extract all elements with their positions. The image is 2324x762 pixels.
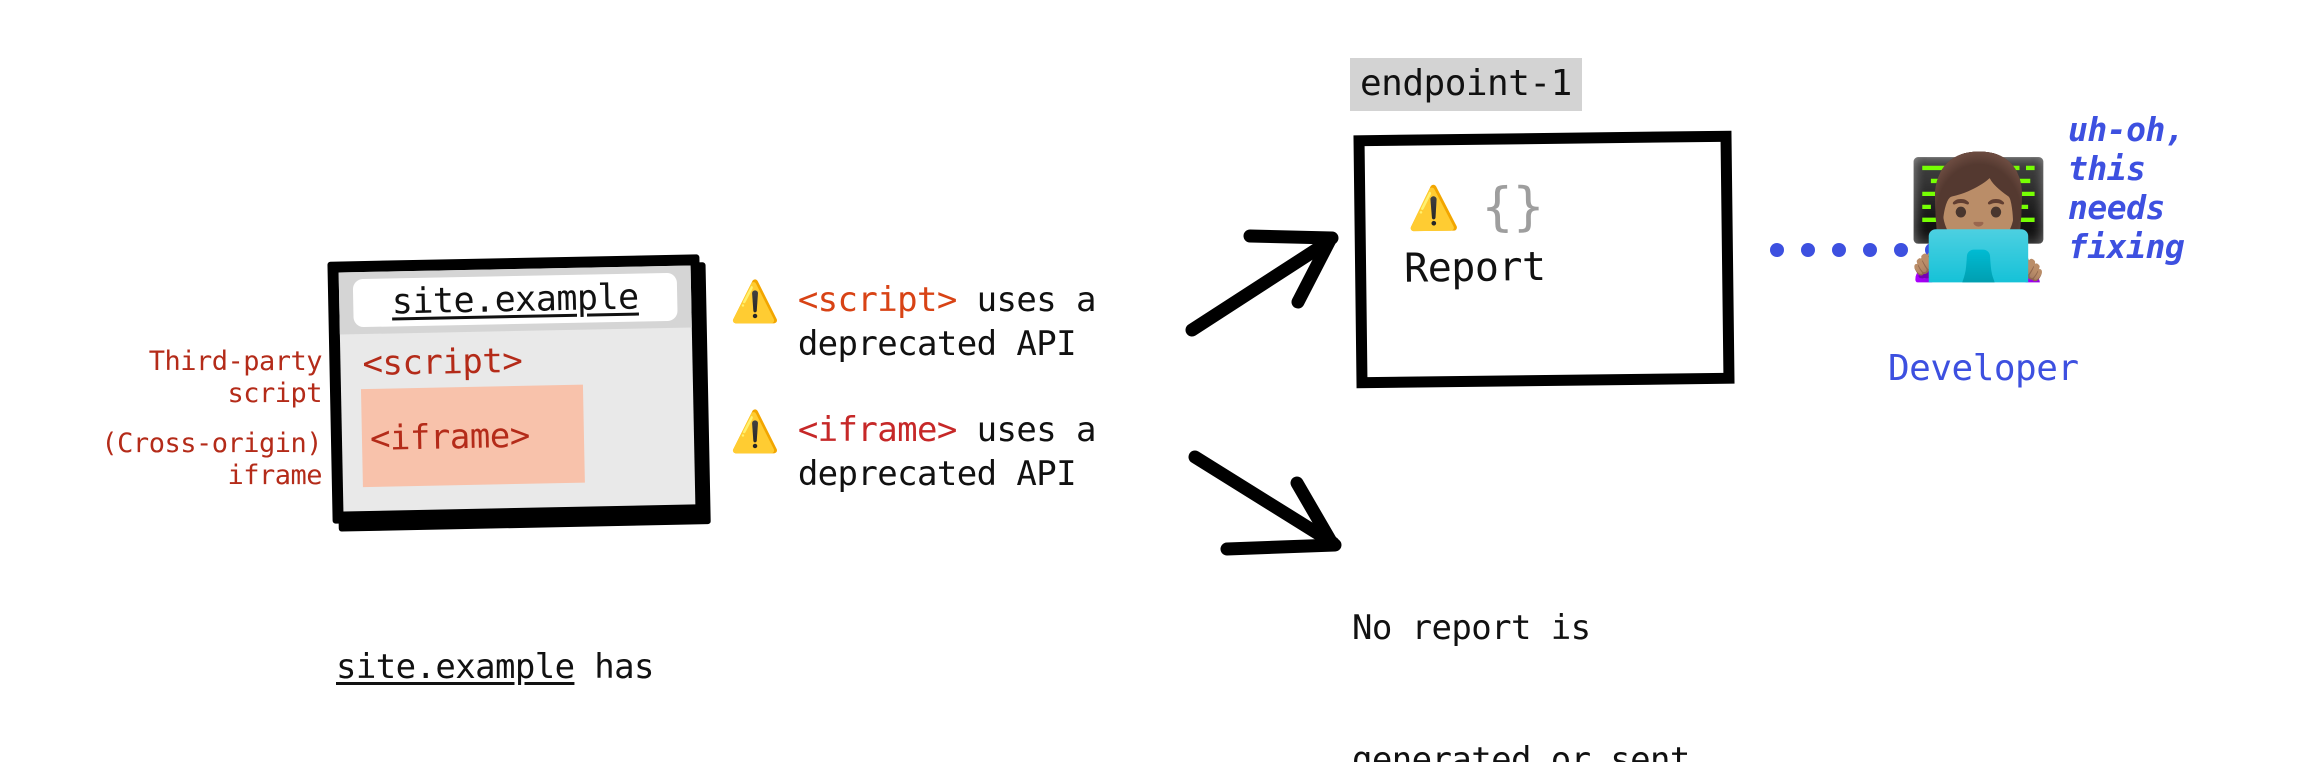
no-report-line-1: No report is bbox=[1352, 608, 1591, 648]
caption-has-text: has bbox=[574, 647, 654, 687]
connector-dot bbox=[1801, 243, 1815, 257]
annotation-cross-origin-iframe: (Cross-origin) iframe bbox=[101, 428, 322, 491]
warning-iframe-tag: <iframe> bbox=[797, 410, 958, 450]
warning-script-line2: deprecated API bbox=[797, 324, 1077, 364]
report-icon-group: ⚠️ {} bbox=[1407, 176, 1545, 238]
developer-label: Developer bbox=[1888, 348, 2079, 389]
connector-dot bbox=[1894, 243, 1908, 257]
warning-iframe-line2: deprecated API bbox=[797, 454, 1077, 494]
warning-script-tag: <script> bbox=[797, 280, 958, 320]
iframe-tag-label: <iframe> bbox=[369, 415, 531, 459]
warning-icon: ⚠️ bbox=[1407, 183, 1460, 233]
caption-site-name: site.example bbox=[336, 647, 575, 687]
developer-avatar-icon: 👩🏽‍💻 bbox=[1905, 148, 2052, 286]
json-braces-icon: {} bbox=[1481, 176, 1545, 238]
endpoint-name-chip: endpoint-1 bbox=[1350, 58, 1582, 111]
report-label: Report bbox=[1403, 243, 1546, 292]
connector-dot bbox=[1770, 243, 1784, 257]
connector-dot bbox=[1925, 243, 1939, 257]
report-box: ⚠️ {} Report bbox=[1353, 130, 1735, 389]
browser-caption: site.example has Reporting-Endpoints set… bbox=[336, 545, 956, 762]
annotation-third-party-script: Third-party script bbox=[148, 346, 323, 409]
warning-iframe-rest: uses a bbox=[956, 410, 1097, 450]
arrow-up-right-icon bbox=[1185, 229, 1339, 337]
url-bar[interactable]: site.example bbox=[352, 272, 678, 328]
arrow-down-right-icon bbox=[1188, 450, 1342, 556]
browser-window-content: site.example <script> <iframe> bbox=[338, 265, 696, 512]
connector-dot bbox=[1863, 243, 1877, 257]
caption-line-1: site.example has bbox=[336, 643, 956, 692]
browser-chrome-bar: site.example bbox=[338, 265, 692, 335]
browser-window: site.example <script> <iframe> bbox=[327, 254, 711, 532]
connector-dot bbox=[1832, 243, 1846, 257]
no-report-line-2: generated or sent. bbox=[1352, 740, 1710, 762]
script-tag-label: <script> bbox=[362, 340, 523, 385]
dotted-connector bbox=[1770, 243, 1939, 257]
warning-icon: ⚠️ bbox=[730, 409, 780, 455]
browser-window-frame: site.example <script> <iframe> bbox=[327, 254, 705, 524]
warning-icon: ⚠️ bbox=[730, 279, 780, 325]
no-report-message: No report is generated or sent. bbox=[1352, 518, 1872, 762]
developer-quote: uh-oh, this needs fixing bbox=[2068, 110, 2185, 266]
warning-script-rest: uses a bbox=[956, 280, 1097, 320]
iframe-highlight-block: <iframe> bbox=[360, 384, 585, 488]
url-text: site.example bbox=[391, 277, 640, 323]
endpoint-chip-wrap: endpoint-1 bbox=[1350, 58, 1582, 111]
